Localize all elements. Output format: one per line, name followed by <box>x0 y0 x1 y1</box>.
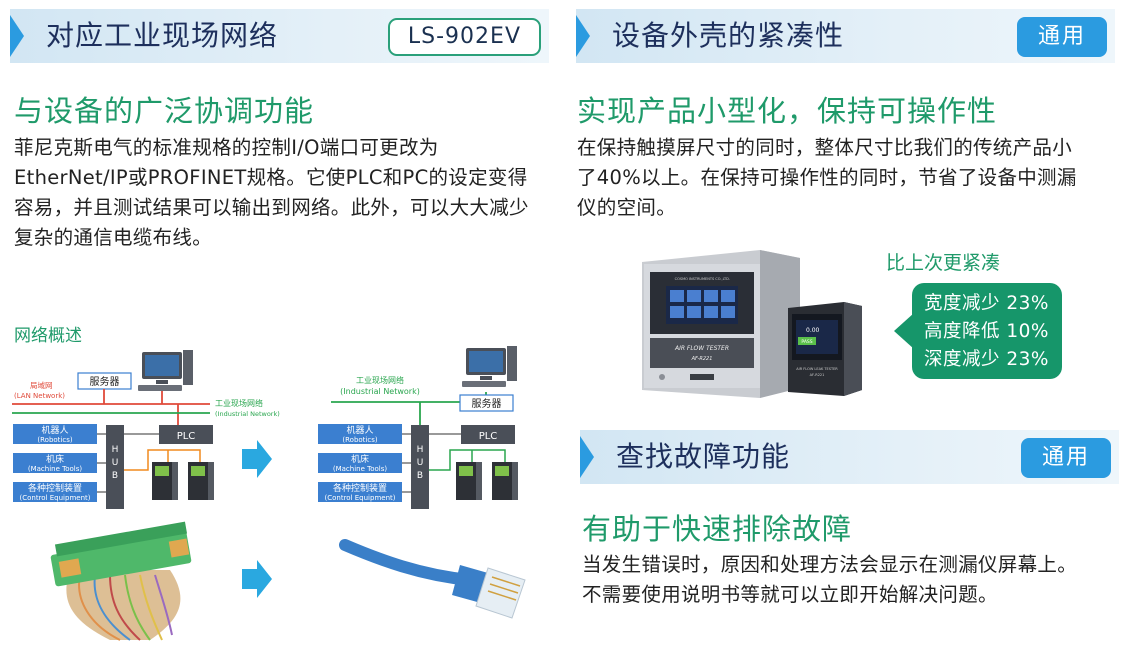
device-label: 机床 <box>46 453 64 465</box>
section1-header: 对应工业现场网络 LS-902EV <box>10 9 549 63</box>
device-label-en: (Robotics) <box>342 436 377 444</box>
hub-letter: B <box>112 471 118 481</box>
section3-paragraph: 当发生错误时，原因和处理方法会显示在测漏仪屏幕上。 不需要使用说明书等就可以立即… <box>582 550 1127 610</box>
small-tester-label: AIR FLOW LEAK TESTER <box>796 367 838 371</box>
reduction-item: 宽度减少 23% <box>924 293 1050 314</box>
lan-label-en: (LAN Network) <box>14 392 65 400</box>
device-label: 各种控制装置 <box>333 482 387 494</box>
model-badge: LS-902EV <box>387 18 541 56</box>
industrial-label: 工业现场网络 <box>356 375 404 385</box>
network-diagram: 服务器 局域网 (LAN Network) 工业现场网络 (Industrial… <box>12 346 526 641</box>
large-tester-brand: COSMO INSTRUMENTS CO.,LTD. <box>675 277 730 281</box>
device-label-en: (Control Equipment) <box>20 494 91 502</box>
compact-label: 比上次更紧凑 <box>886 252 1001 274</box>
hub-letter: H <box>112 445 119 455</box>
ethernet-cable-icon <box>339 539 526 619</box>
chevron-marker-icon <box>580 436 594 478</box>
section2-paragraph-line: 在保持触摸屏尺寸的同时，整体尺寸比我们的传统产品小 <box>577 136 1073 159</box>
section2-paragraph-line: 仪的空间。 <box>577 196 677 219</box>
computer-icon <box>462 346 517 387</box>
small-tester-label-sub: AF-R221 <box>810 373 825 377</box>
device-label: 各种控制装置 <box>28 482 82 494</box>
section2-title: 设备外壳的紧凑性 <box>612 19 845 52</box>
general-badge: 通用 <box>1021 438 1111 478</box>
arrow-right-icon <box>242 560 272 598</box>
network-before: 服务器 局域网 (LAN Network) 工业现场网络 (Industrial… <box>12 350 280 509</box>
reduction-callout: 宽度减少 23% 高度降低 10% 深度减少 23% <box>894 283 1062 379</box>
leak-tester-icon <box>492 462 518 500</box>
server-label: 服务器 <box>90 375 120 388</box>
device-label-en: (Robotics) <box>37 436 72 444</box>
network-overview-title: 网络概述 <box>14 326 82 346</box>
hub-letter: U <box>417 458 424 468</box>
section1-subtitle: 与设备的广泛协调功能 <box>14 94 315 128</box>
callout-tail <box>894 313 914 349</box>
section3-title: 查找故障功能 <box>616 440 791 473</box>
leak-tester-icon <box>152 462 178 500</box>
section3-paragraph-line: 当发生错误时，原因和处理方法会显示在测漏仪屏幕上。 <box>582 553 1078 576</box>
plc-label: PLC <box>177 431 196 442</box>
section1-paragraph-line: 复杂的通信电缆布线。 <box>14 226 213 249</box>
industrial-label-en: (Industrial Network) <box>340 387 420 396</box>
section2-paragraph-line: 了40%以上。在保持可操作性的同时，节省了设备中测漏 <box>577 166 1077 189</box>
lan-label: 局域网 <box>30 380 53 390</box>
device-label: 机器人 <box>346 424 373 436</box>
hub-letter: B <box>417 471 423 481</box>
industrial-label: 工业现场网络 <box>215 398 263 408</box>
chevron-marker-icon <box>576 15 590 57</box>
leak-tester-icon <box>188 462 214 500</box>
device-label-en: (Machine Tools) <box>28 465 83 473</box>
section1-title: 对应工业现场网络 <box>46 19 279 52</box>
terminal-block-cable-icon <box>50 521 192 641</box>
server-label: 服务器 <box>472 397 502 410</box>
hub-letter: H <box>417 445 424 455</box>
device-label: 机器人 <box>41 424 68 436</box>
plc-label: PLC <box>479 431 498 442</box>
device-label: 机床 <box>351 453 369 465</box>
section3-subtitle: 有助于快速排除故障 <box>582 512 853 546</box>
section1-paragraph-line: 菲尼克斯电气的标准规格的控制I/O端口可更改为 <box>14 136 439 159</box>
chevron-marker-icon <box>10 15 24 57</box>
device-label-en: (Machine Tools) <box>333 465 388 473</box>
device-label-en: (Control Equipment) <box>325 494 396 502</box>
general-badge: 通用 <box>1017 17 1107 57</box>
large-tester-model: AIR FLOW TESTER <box>674 345 729 352</box>
section1-paragraph-line: EtherNet/IP或PROFINET规格。它使PLC和PC的设定变得 <box>14 166 528 189</box>
large-tester-icon: COSMO INSTRUMENTS CO.,LTD. AIR FLOW TEST… <box>642 250 800 398</box>
section2-subtitle: 实现产品小型化，保持可操作性 <box>577 94 998 128</box>
section1-paragraph-line: 容易，并且测试结果可以输出到网络。此外，可以大大减少 <box>14 196 529 219</box>
arrow-right-icon <box>242 440 272 478</box>
section1-paragraph: 菲尼克斯电气的标准规格的控制I/O端口可更改为 EtherNet/IP或PROF… <box>14 133 554 253</box>
small-tester-pass: PASS <box>801 339 812 345</box>
reduction-item: 高度降低 10% <box>924 321 1050 342</box>
product-comparison-image: COSMO INSTRUMENTS CO.,LTD. AIR FLOW TEST… <box>642 250 862 398</box>
reduction-item: 深度减少 23% <box>924 349 1050 370</box>
leak-tester-icon <box>456 462 482 500</box>
section2-header: 设备外壳的紧凑性 通用 <box>576 9 1115 63</box>
large-tester-model-sub: AF-R221 <box>691 356 713 362</box>
network-after: 工业现场网络 (Industrial Network) 服务器 机器人 (Rob… <box>318 346 518 509</box>
section2-paragraph: 在保持触摸屏尺寸的同时，整体尺寸比我们的传统产品小 了40%以上。在保持可操作性… <box>577 133 1122 223</box>
small-tester-readout: 0.00 <box>806 327 820 334</box>
section3-paragraph-line: 不需要使用说明书等就可以立即开始解决问题。 <box>582 583 998 606</box>
industrial-label-en: (Industrial Network) <box>215 410 280 418</box>
section3-header: 查找故障功能 通用 <box>580 430 1119 484</box>
small-tester-icon: 0.00 PASS AIR FLOW LEAK TESTER AF-R221 <box>788 302 862 396</box>
computer-icon <box>138 350 193 391</box>
hub-letter: U <box>112 458 119 468</box>
